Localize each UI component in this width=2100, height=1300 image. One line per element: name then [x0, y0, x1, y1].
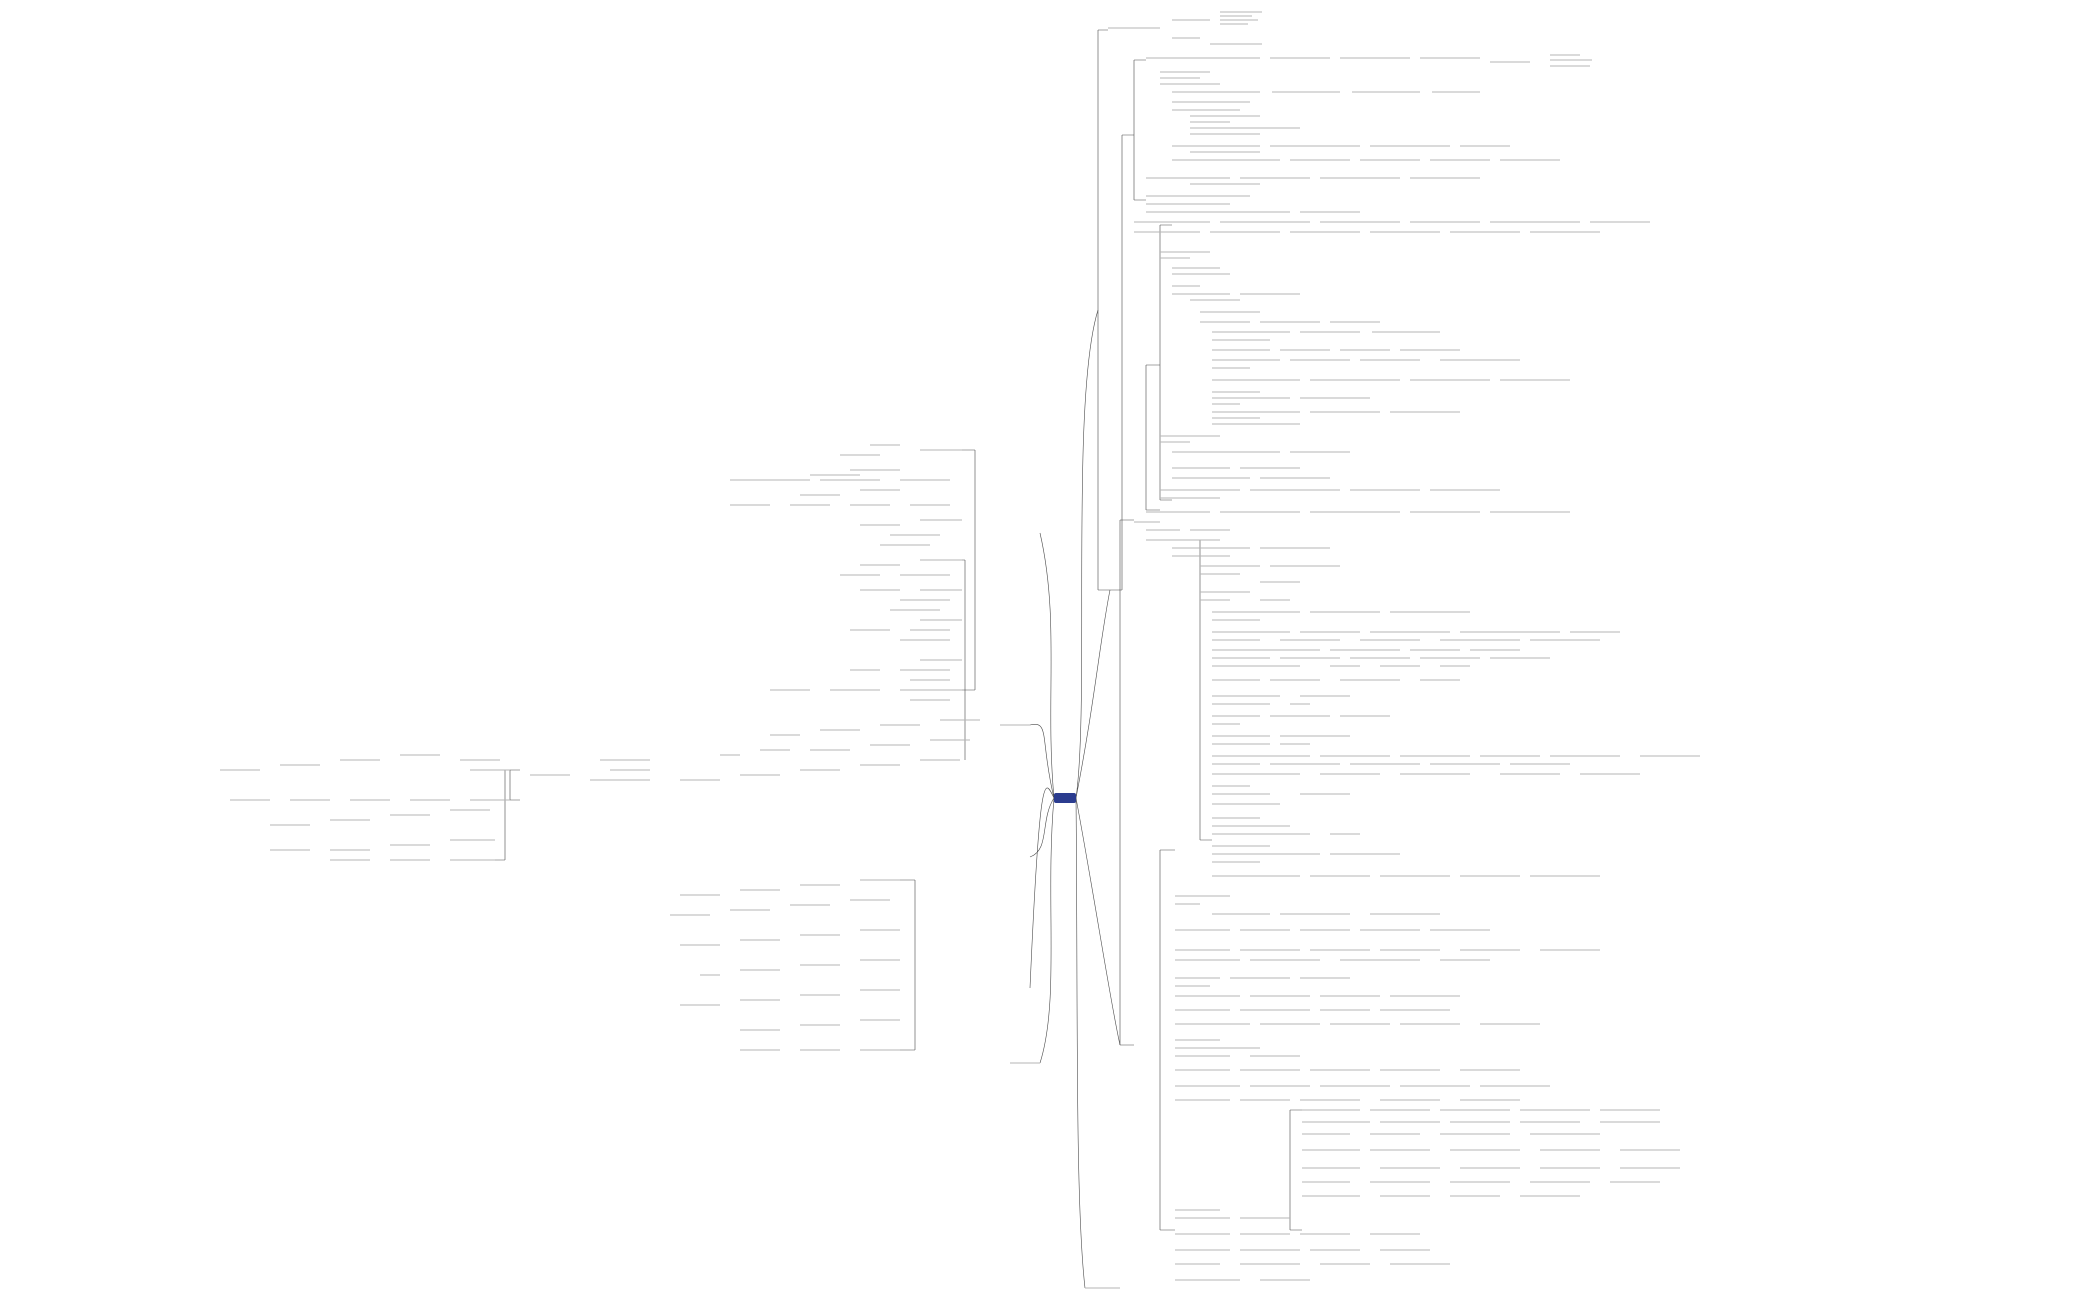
connector-left-bottom	[1039, 797, 1055, 1064]
connector-left-mid	[1029, 723, 1055, 799]
connector-left-low	[1029, 797, 1055, 858]
connector-left-mid2	[1029, 787, 1055, 989]
connector-right-bottom	[1075, 797, 1086, 1289]
connector-right-top	[1075, 309, 1099, 799]
connector-left-top	[1039, 532, 1055, 799]
root-topic-node[interactable]	[1054, 793, 1076, 803]
leaf-text-rows	[220, 11, 1700, 1289]
connector-right-mid	[1075, 589, 1111, 799]
branch-connectors	[495, 29, 1302, 1289]
connector-right-low	[1075, 797, 1121, 1046]
